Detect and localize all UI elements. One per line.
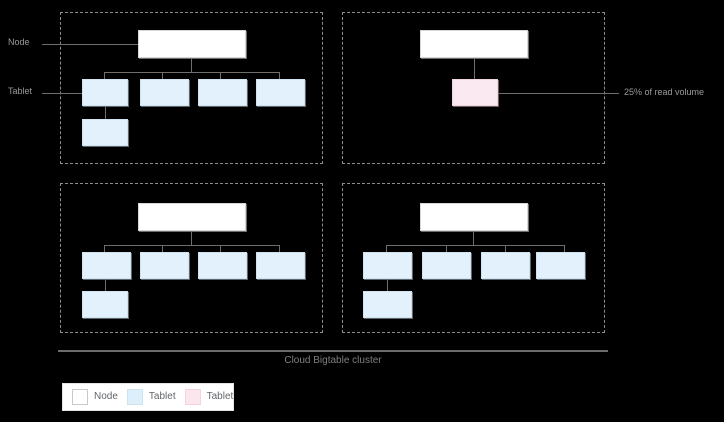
side-label-tablet: Tablet — [8, 86, 33, 96]
callout-hot-tablet: 25% of read volume — [624, 87, 705, 97]
node-group-bottom-right — [342, 183, 605, 333]
connector-node-3-leg-c — [220, 245, 221, 252]
tablet-hot-box-2-1 — [452, 79, 498, 106]
tablet-box-3-4 — [256, 252, 305, 279]
cluster-divider — [58, 350, 608, 352]
connector-node-3-leg-b — [162, 245, 163, 252]
legend-label-tablet: Tablet — [148, 391, 176, 402]
legend-swatch-node-icon — [72, 389, 88, 405]
connector-node-4-leg-b — [446, 245, 447, 252]
tablet-box-4-3 — [481, 252, 530, 279]
connector-tablet-3-1-split — [105, 279, 106, 291]
tablet-box-4-2 — [422, 252, 471, 279]
connector-node-4-drop — [473, 231, 474, 245]
leader-line-node — [42, 44, 138, 45]
tablet-box-1-4 — [256, 79, 305, 106]
cluster-caption: Cloud Bigtable cluster — [284, 355, 382, 366]
node-group-bottom-left — [60, 183, 323, 333]
tablet-box-4-1 — [363, 252, 412, 279]
connector-node-1-bus — [104, 72, 279, 73]
node-group-top-right — [342, 12, 605, 164]
node-group-top-left — [60, 12, 323, 164]
connector-node-1-leg-d — [279, 72, 280, 79]
connector-node-1-drop — [191, 58, 192, 72]
node-box-2 — [420, 30, 528, 58]
connector-node-4-leg-a — [386, 245, 387, 252]
tablet-box-3-1 — [82, 252, 131, 279]
legend: Node Tablet Tablet — [62, 383, 234, 411]
tablet-box-1-2 — [140, 79, 189, 106]
node-box-4 — [420, 203, 528, 231]
node-box-3 — [138, 203, 246, 231]
connector-node-4-bus — [386, 245, 565, 246]
legend-item-tablet[interactable]: Tablet — [126, 389, 176, 405]
tablet-box-1-1 — [82, 79, 128, 106]
connector-node-3-bus — [104, 245, 279, 246]
legend-swatch-tablet-hot-icon — [184, 389, 201, 405]
connector-tablet-4-1-split — [387, 279, 388, 291]
connector-node-1-leg-c — [220, 72, 221, 79]
legend-swatch-tablet-icon — [126, 389, 143, 405]
node-box-1 — [138, 30, 246, 58]
connector-node-1-leg-a — [104, 72, 105, 79]
legend-item-node[interactable]: Node — [72, 389, 118, 405]
connector-node-4-leg-d — [564, 245, 565, 252]
leader-line-hot-tablet — [498, 93, 619, 94]
connector-node-3-drop — [191, 231, 192, 245]
tablet-box-4-4 — [536, 252, 585, 279]
tablet-box-4-5 — [363, 291, 412, 318]
connector-node-3-leg-a — [104, 245, 105, 252]
tablet-box-3-3 — [198, 252, 247, 279]
legend-label-tablet-hot: Tablet — [206, 391, 234, 402]
legend-label-node: Node — [94, 391, 118, 402]
connector-tablet-1-1-split — [105, 106, 106, 119]
connector-node-4-leg-c — [505, 245, 506, 252]
connector-node-1-leg-b — [162, 72, 163, 79]
connector-node-2-drop — [474, 58, 475, 79]
tablet-box-1-5 — [82, 119, 128, 146]
connector-node-3-leg-d — [279, 245, 280, 252]
legend-item-tablet-hot[interactable]: Tablet — [184, 389, 234, 405]
tablet-box-3-2 — [140, 252, 189, 279]
tablet-box-3-5 — [82, 291, 128, 318]
leader-line-tablet — [42, 93, 86, 94]
side-label-node: Node — [8, 37, 30, 47]
tablet-box-1-3 — [198, 79, 247, 106]
